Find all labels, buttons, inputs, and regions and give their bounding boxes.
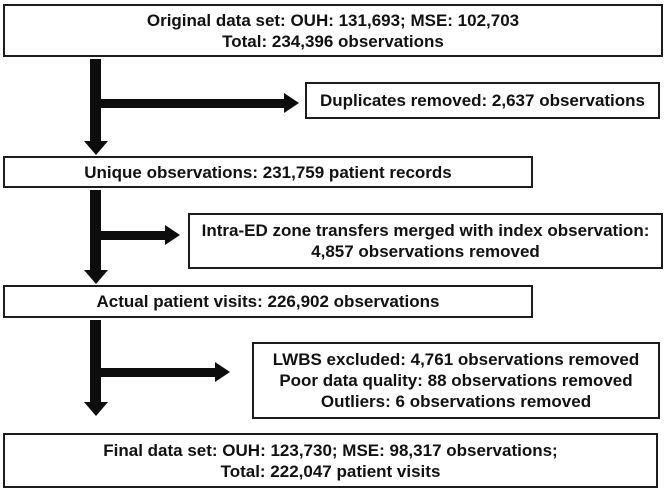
node-text-line: Actual patient visits: 226,902 observati… bbox=[96, 292, 440, 311]
node-text-line: Duplicates removed: 2,637 observations bbox=[319, 91, 646, 110]
node-text-line: LWBS excluded: 4,761 observations remove… bbox=[272, 350, 640, 369]
node-text-line: Total: 222,047 patient visits bbox=[220, 461, 441, 481]
arrow-down-unique-to-actual bbox=[90, 190, 101, 271]
node-text-line: Original data set: OUH: 131,693; MSE: 10… bbox=[146, 10, 520, 30]
node-original-data-set: Original data set: OUH: 131,693; MSE: 10… bbox=[3, 4, 663, 57]
node-text-line: Unique observations: 231,759 patient rec… bbox=[84, 162, 452, 182]
arrow-down-icon bbox=[84, 141, 108, 155]
node-duplicates-removed: Duplicates removed: 2,637 observations bbox=[305, 82, 660, 119]
arrow-down-icon bbox=[84, 270, 108, 284]
arrow-down-icon bbox=[84, 402, 108, 416]
node-actual-patient-visits: Actual patient visits: 226,902 observati… bbox=[3, 285, 533, 318]
node-text-line: Total: 234,396 observations bbox=[222, 31, 444, 51]
node-text-line: Outliers: 6 observations removed bbox=[320, 392, 592, 411]
arrow-right-icon bbox=[165, 225, 180, 245]
arrow-right-icon bbox=[284, 93, 299, 113]
arrow-right-to-duplicates bbox=[100, 99, 285, 108]
node-unique-observations: Unique observations: 231,759 patient rec… bbox=[3, 156, 533, 188]
node-intra-ed-transfers-merged: Intra-ED zone transfers merged with inde… bbox=[188, 213, 663, 269]
arrow-right-to-transfers bbox=[100, 231, 166, 240]
arrow-down-original-to-unique bbox=[90, 59, 101, 142]
node-text-line: Final data set: OUH: 123,730; MSE: 98,31… bbox=[103, 440, 558, 460]
arrow-right-to-exclusions bbox=[100, 368, 216, 377]
node-text-line: 4,857 observations removed bbox=[311, 242, 540, 261]
node-text-line: Poor data quality: 88 observations remov… bbox=[279, 371, 633, 390]
node-lwbs-quality-outliers-excluded: LWBS excluded: 4,761 observations remove… bbox=[252, 342, 660, 419]
node-final-data-set: Final data set: OUH: 123,730; MSE: 98,31… bbox=[3, 433, 658, 488]
arrow-down-actual-to-final bbox=[90, 320, 101, 403]
node-text-line: Intra-ED zone transfers merged with inde… bbox=[201, 221, 650, 240]
arrow-right-icon bbox=[215, 362, 230, 382]
